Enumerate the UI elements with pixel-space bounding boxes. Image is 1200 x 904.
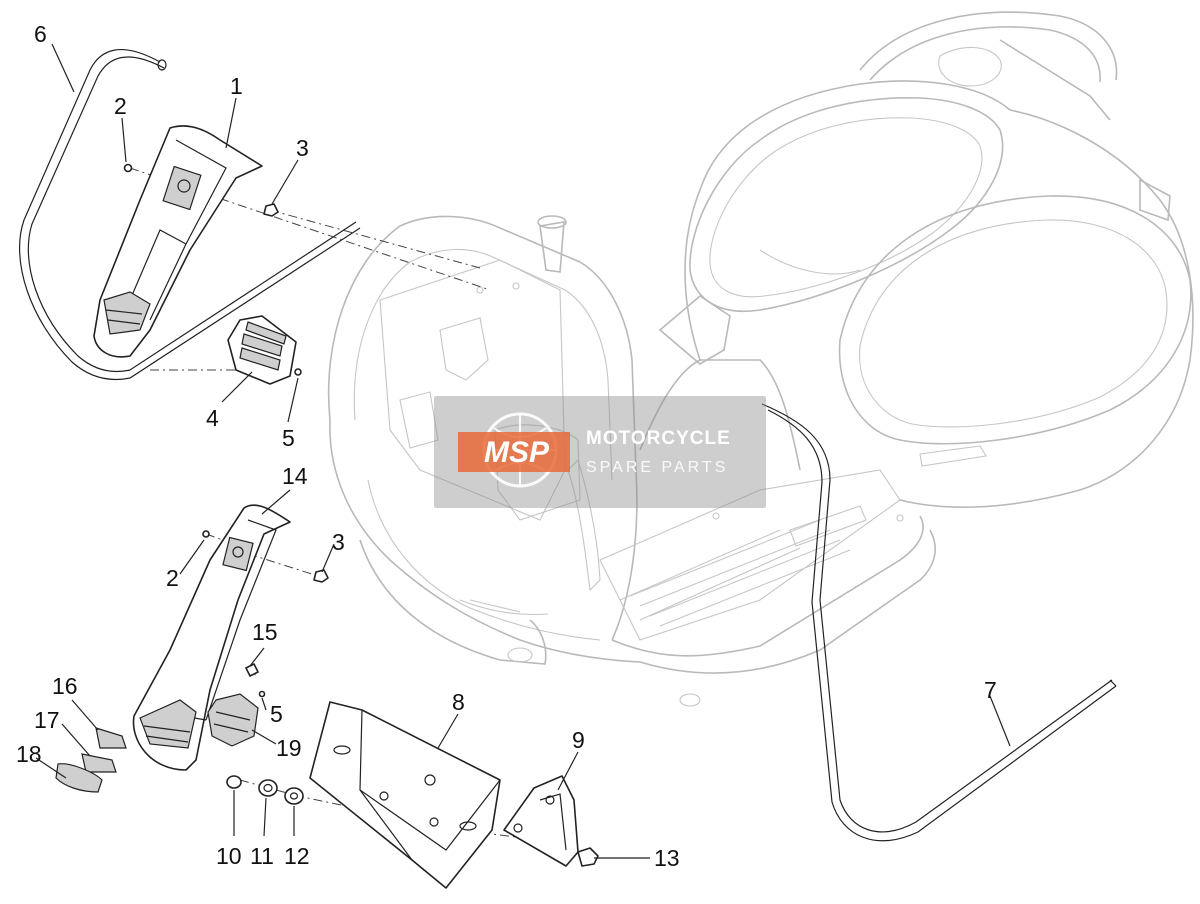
- callout-9: 9: [572, 727, 585, 753]
- callout-8: 8: [452, 689, 465, 715]
- callout-5: 5: [282, 425, 295, 451]
- callout-14: 14: [282, 463, 308, 489]
- part-14-lower-cover: [132, 504, 291, 771]
- part-1-horn-cover: [93, 125, 263, 358]
- part-7-side-trim: [761, 403, 1117, 842]
- part-8-bracket: [309, 701, 501, 889]
- callout-1: 1: [230, 73, 243, 99]
- callout-7: 7: [984, 677, 997, 703]
- callout-18: 18: [16, 741, 42, 767]
- callout-17: 17: [34, 707, 60, 733]
- watermark: MSP MOTORCYCLE SPARE PARTS: [434, 396, 766, 508]
- callout-12: 12: [284, 843, 310, 869]
- watermark-line1: MOTORCYCLE: [586, 428, 731, 449]
- callout-15: 15: [252, 619, 278, 645]
- part-6-trim-strip: [18, 48, 361, 381]
- part-4-grille: [227, 315, 297, 385]
- watermark-logo: MSP: [484, 436, 550, 469]
- callout-4: 4: [206, 405, 219, 431]
- callout-11: 11: [250, 843, 274, 869]
- callout-3: 3: [296, 135, 309, 161]
- callout-labels: 6 2 1 3 4 5 14 2 3 15 16 17 18 5 19 8 9 …: [16, 21, 997, 871]
- pads-16-17-18: [55, 727, 127, 793]
- watermark-line2: SPARE PARTS: [586, 459, 728, 476]
- scooter-frame: [327, 11, 1194, 707]
- callout-16: 16: [52, 673, 78, 699]
- callout-3b: 3: [332, 529, 345, 555]
- callout-19: 19: [276, 735, 302, 761]
- lower-fasteners: [202, 530, 599, 867]
- callout-13: 13: [654, 845, 680, 871]
- callout-10: 10: [216, 843, 242, 869]
- callout-2b: 2: [166, 565, 179, 591]
- callout-6: 6: [34, 21, 47, 47]
- leader-lines: [35, 43, 1011, 859]
- callout-5b: 5: [270, 701, 283, 727]
- part-9-plate: [503, 775, 579, 867]
- callout-2: 2: [114, 93, 127, 119]
- part-19-small-grille: [207, 693, 259, 747]
- upper-fasteners: [123, 163, 302, 376]
